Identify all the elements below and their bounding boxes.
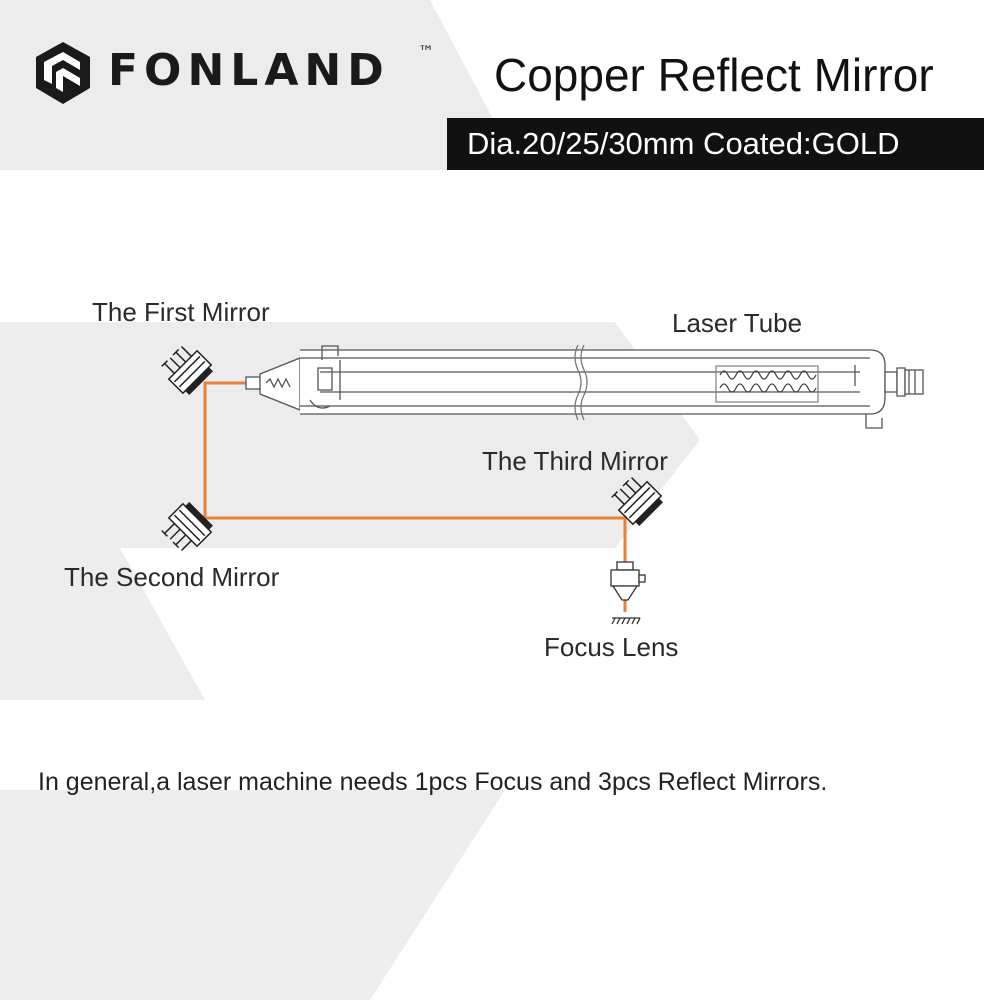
label-laser-tube: Laser Tube — [672, 308, 803, 338]
trademark-symbol: ™ — [418, 42, 434, 61]
product-title: Copper Reflect Mirror — [494, 49, 934, 101]
background-band-top — [0, 0, 520, 170]
background-band-bottom — [0, 790, 505, 1000]
first-mirror-icon — [161, 346, 213, 395]
label-second-mirror: The Second Mirror — [64, 562, 280, 592]
usage-note: In general,a laser machine needs 1pcs Fo… — [38, 768, 828, 796]
fonland-logo-icon — [36, 42, 90, 104]
focus-lens-icon — [610, 561, 646, 625]
second-mirror-icon — [161, 502, 213, 551]
laser-tube-icon — [245, 344, 924, 429]
brand-name: FONLAND — [108, 45, 390, 96]
product-subtitle: Dia.20/25/30mm Coated:GOLD — [447, 118, 984, 170]
label-first-mirror: The First Mirror — [92, 297, 270, 327]
label-focus-lens: Focus Lens — [544, 632, 679, 662]
label-third-mirror: The Third Mirror — [482, 446, 668, 476]
background-band-lower — [0, 548, 205, 700]
third-mirror-icon — [611, 477, 663, 526]
